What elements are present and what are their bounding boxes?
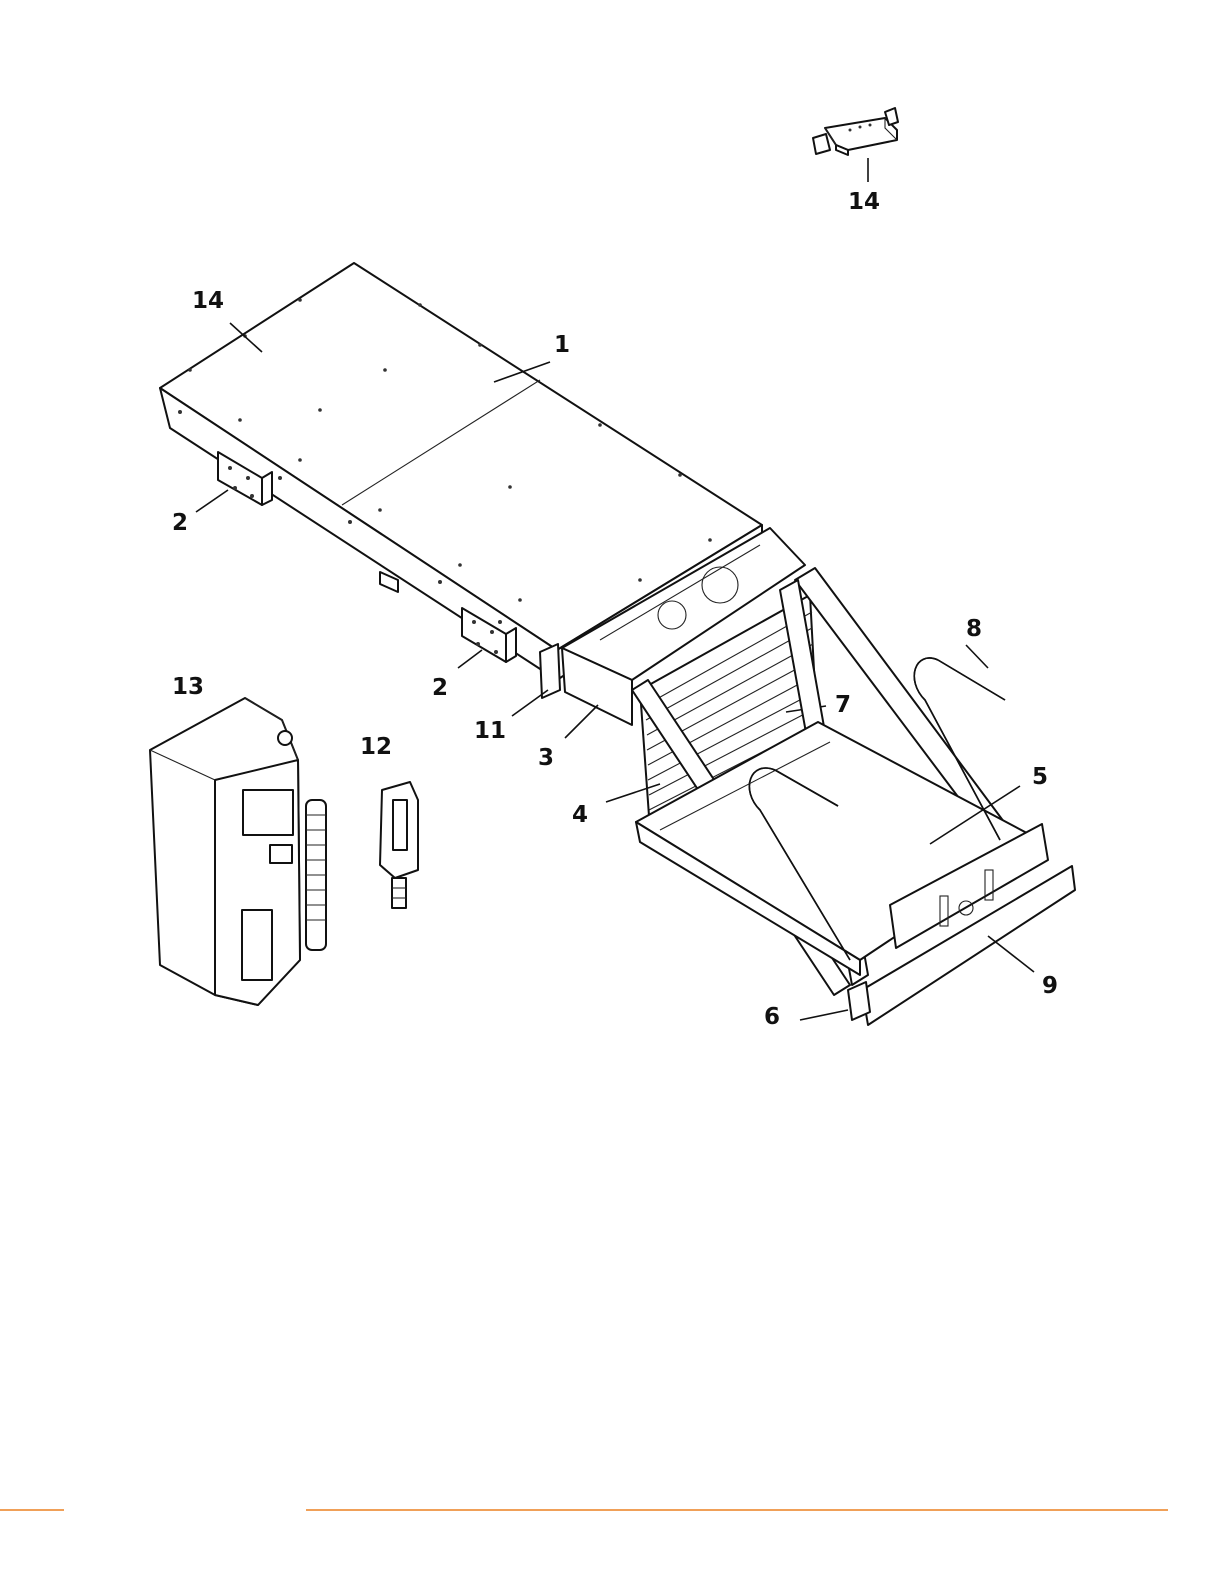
callout-11: 11 <box>474 718 506 744</box>
footer-rule-left <box>0 1509 64 1511</box>
callout-6: 6 <box>764 1004 780 1030</box>
part-13-control-box <box>150 698 326 1005</box>
callout-2-rear: 2 <box>172 510 188 536</box>
callout-13: 13 <box>172 674 204 700</box>
callout-14-top: 14 <box>848 189 880 215</box>
part-12-hand-pendant <box>380 782 418 908</box>
coiled-cord <box>306 800 326 950</box>
callout-2-front: 2 <box>432 675 448 701</box>
callout-9: 9 <box>1042 973 1058 999</box>
callout-8: 8 <box>966 616 982 642</box>
callout-3: 3 <box>538 745 554 771</box>
callout-7: 7 <box>835 692 851 718</box>
callout-1: 1 <box>554 332 570 358</box>
callout-12: 12 <box>360 734 392 760</box>
callout-14: 14 <box>192 288 224 314</box>
callout-4: 4 <box>572 802 588 828</box>
callout-5: 5 <box>1032 764 1048 790</box>
footer-rule-right <box>306 1509 1168 1511</box>
part-14-bracket <box>813 108 898 182</box>
